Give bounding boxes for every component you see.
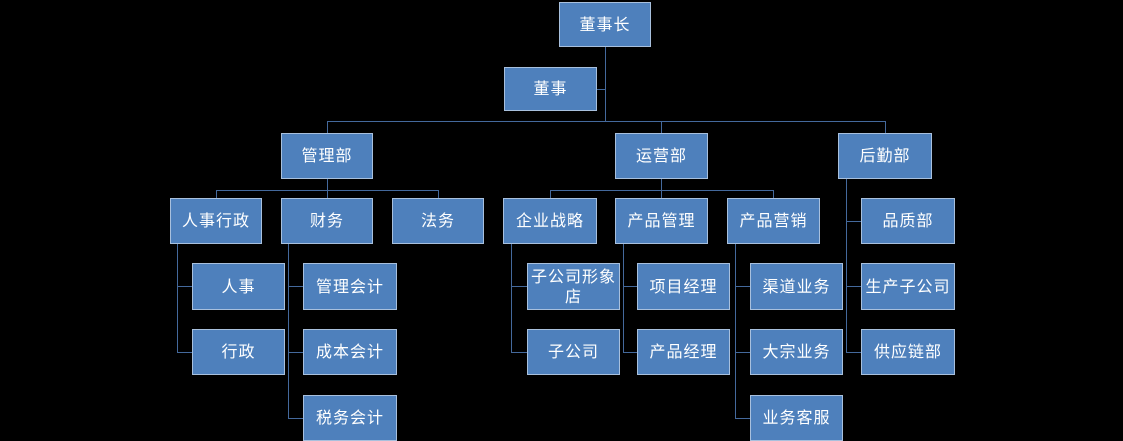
connector-operations-horizontal [550, 190, 774, 191]
org-node-quality-dept[interactable]: 品质部 [861, 198, 955, 244]
org-node-operations-dept[interactable]: 运营部 [615, 133, 708, 179]
org-node-tax-accounting[interactable]: 税务会计 [303, 395, 397, 441]
org-node-channel-business[interactable]: 渠道业务 [750, 263, 843, 310]
org-node-subsidiary[interactable]: 子公司 [527, 329, 620, 375]
org-node-hr-admin[interactable]: 人事行政 [170, 198, 262, 244]
org-node-admin[interactable]: 行政 [192, 329, 285, 375]
org-node-legal[interactable]: 法务 [392, 198, 484, 244]
org-node-product-marketing[interactable]: 产品营销 [727, 198, 820, 244]
connector-management-horizontal [216, 190, 439, 191]
connector-stub-bulk-business [735, 352, 750, 353]
org-node-director[interactable]: 董事 [504, 67, 597, 111]
connector-drop-hr-admin [216, 190, 217, 198]
connector-finance-hang [288, 244, 289, 418]
connector-product-marketing-hang [735, 244, 736, 418]
connector-hr-admin-hang [177, 244, 178, 352]
connector-stub-cost-accounting [288, 352, 303, 353]
org-node-hr[interactable]: 人事 [192, 263, 285, 310]
connector-drop-logistics [885, 121, 886, 133]
org-node-corporate-strategy[interactable]: 企业战略 [503, 198, 597, 244]
connector-stub-subsidiary [511, 352, 527, 353]
connector-stub-hr [177, 286, 192, 287]
org-node-chairman[interactable]: 董事长 [559, 2, 651, 47]
connector-stub-tax-accounting [288, 418, 303, 419]
org-node-project-manager[interactable]: 项目经理 [637, 263, 730, 310]
connector-product-management-hang [623, 244, 624, 352]
org-node-management-dept[interactable]: 管理部 [281, 133, 373, 179]
org-node-product-management[interactable]: 产品管理 [615, 198, 708, 244]
connector-stub-quality [846, 221, 861, 222]
org-node-business-customer-service[interactable]: 业务客服 [750, 395, 843, 441]
connector-stub-channel-business [735, 286, 750, 287]
connector-level1-horizontal [327, 121, 886, 122]
connector-director-stub [597, 89, 605, 90]
org-node-cost-accounting[interactable]: 成本会计 [303, 329, 397, 375]
connector-stub-management-accounting [288, 286, 303, 287]
connector-stub-production-subsidiary [846, 286, 861, 287]
org-node-bulk-business[interactable]: 大宗业务 [750, 329, 843, 375]
connector-stub-flagship-store [511, 286, 527, 287]
org-node-management-accounting[interactable]: 管理会计 [303, 263, 397, 310]
connector-drop-marketing [773, 190, 774, 198]
connector-drop-strategy [550, 190, 551, 198]
org-node-subsidiary-flagship-store[interactable]: 子公司形象店 [527, 263, 620, 310]
connector-drop-management [327, 121, 328, 133]
connector-operations-down [661, 179, 662, 198]
connector-management-down [327, 179, 328, 198]
connector-logistics-hang [846, 179, 847, 352]
connector-stub-supply-chain [846, 352, 861, 353]
connector-strategy-hang [511, 244, 512, 352]
org-node-supply-chain-dept[interactable]: 供应链部 [861, 329, 955, 375]
connector-stub-project-manager [623, 286, 637, 287]
connector-drop-legal [438, 190, 439, 198]
connector-stub-admin [177, 352, 192, 353]
connector-drop-operations [661, 121, 662, 133]
org-node-product-manager[interactable]: 产品经理 [637, 329, 730, 375]
org-node-logistics-dept[interactable]: 后勤部 [838, 133, 932, 179]
org-node-production-subsidiary[interactable]: 生产子公司 [861, 263, 955, 310]
connector-chairman-down [605, 47, 606, 121]
org-node-finance[interactable]: 财务 [281, 198, 373, 244]
connector-stub-customer-service [735, 418, 750, 419]
connector-stub-product-manager [623, 352, 637, 353]
